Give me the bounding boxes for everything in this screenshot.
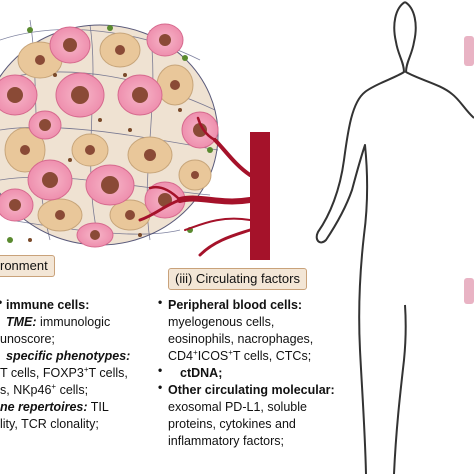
bullet: • — [158, 363, 163, 377]
icos-text: ICOS — [197, 349, 229, 363]
immune-cells-title: immune cells: — [6, 298, 90, 312]
ctdna-label: ctDNA; — [180, 366, 223, 380]
cd4-text: CD4 — [168, 349, 194, 363]
repertoires-value: TIL — [87, 400, 109, 414]
foxp3-tail: T cells, — [88, 366, 128, 380]
other-molecular-title: Other circulating molecular: — [168, 383, 335, 397]
bullet: • — [0, 295, 2, 309]
ctcs-text: T cells, CTCs; — [232, 349, 312, 363]
peripheral-line-2: eosinophils, nacrophages, — [168, 332, 314, 346]
foxp3-text: T cells, FOXP3 — [0, 366, 84, 380]
peripheral-line-1: myelogenous cells, — [168, 315, 275, 329]
particle-dots — [28, 73, 207, 242]
foxp3-line: T cells, FOXP3+T cells, — [0, 365, 128, 382]
peripheral-blood-title: Peripheral blood cells: — [168, 298, 303, 312]
immunoscore-line: unoscore; — [0, 332, 55, 346]
cell-nuclei — [7, 34, 207, 240]
right-panel-tab-top — [464, 36, 474, 66]
other-line-1: exosomal PD-L1, soluble — [168, 400, 307, 414]
circulating-factors-header: (iii) Circulating factors — [168, 268, 307, 290]
nkp46-line: s, NKp46+ cells; — [0, 382, 88, 399]
human-silhouette — [315, 1, 474, 474]
other-line-2: proteins, cytokines and — [168, 417, 296, 431]
blood-vessel-trunk — [250, 132, 270, 260]
tme-value: immunologic — [36, 315, 111, 329]
specific-phenotypes-title: specific phenotypes: — [6, 349, 131, 363]
nkp46-sup: + — [51, 381, 57, 391]
peripheral-line-3: CD4+ICOS+T cells, CTCs; — [168, 348, 311, 365]
nkp46-tail: cells; — [56, 383, 89, 397]
tme-label: TME: — [6, 315, 37, 329]
foxp3-sup: + — [83, 364, 89, 374]
blood-vessel-branches — [138, 116, 253, 257]
nkp46-text: s, NKp46 — [0, 383, 52, 397]
bullet: • — [158, 380, 163, 394]
repertoires-line: ne repertoires: TIL — [0, 399, 109, 416]
clonality-line: lity, TCR clonality; — [0, 417, 99, 431]
repertoires-label: ne repertoires: — [0, 400, 88, 414]
microenvironment-header: ronment — [0, 255, 55, 277]
tme-line: TME: immunologic — [6, 314, 110, 331]
icos-sup: + — [228, 347, 233, 357]
cd4-sup: + — [193, 347, 198, 357]
bullet: • — [158, 295, 163, 309]
other-line-3: inflammatory factors; — [168, 434, 285, 448]
immune-cell-dots — [7, 25, 213, 243]
right-panel-tab-bottom — [464, 278, 474, 304]
